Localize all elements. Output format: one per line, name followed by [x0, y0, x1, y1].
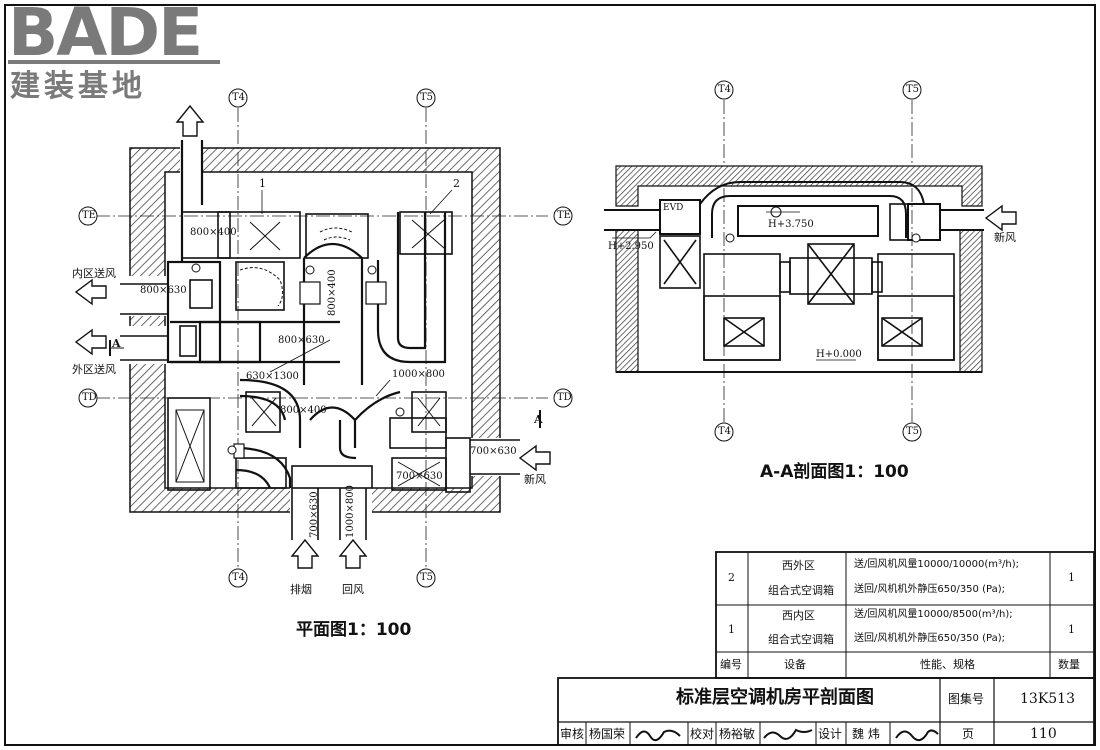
evd-label: EVD: [663, 203, 684, 213]
plan-title: 平面图1：100: [296, 620, 412, 640]
header-qty: 数量: [1058, 658, 1080, 671]
section-mark-left: A: [112, 337, 121, 350]
design-label: 设计: [818, 727, 843, 741]
logo-brand: BADE: [8, 0, 203, 71]
designer-name: 魏 炜: [852, 727, 880, 741]
row2-no: 2: [728, 571, 735, 584]
axis-td-left: TD: [82, 392, 97, 403]
row1-equip1: 西内区: [782, 609, 815, 622]
dim-700x630-a: 700×630: [470, 446, 517, 457]
label-fresh-air-section: 新风: [994, 231, 1016, 244]
row1-spec1: 送/回风机风量10000/8500(m³/h);: [854, 609, 1013, 620]
row2-equip2: 组合式空调箱: [768, 584, 834, 597]
header-no: 编号: [720, 658, 742, 671]
atlas-label: 图集号: [948, 692, 985, 706]
opening-top: [180, 144, 202, 176]
dim-800x400-b: 800×400: [327, 269, 338, 316]
dim-1000x800-b: 1000×800: [345, 485, 356, 538]
header-equip: 设备: [784, 658, 806, 671]
title-block-grid: [557, 677, 1095, 746]
opening-inner-supply: [120, 276, 168, 316]
dim-1000x800-a: 1000×800: [392, 369, 445, 380]
axis-t5-bottom: T5: [420, 572, 434, 583]
drawing-title: 标准层空调机房平剖面图: [676, 687, 874, 708]
label-outer-supply: 外区送风: [72, 363, 116, 376]
row2-spec1: 送/回风机风量10000/10000(m³/h);: [854, 559, 1019, 570]
label-fresh-air-plan: 新风: [524, 473, 546, 486]
row2-qty: 1: [1068, 571, 1075, 584]
axis-te-right: TE: [557, 210, 571, 221]
ahu-tag-1: 1: [259, 177, 266, 190]
checker-name: 杨裕敏: [719, 727, 756, 741]
reviewer-name: 杨国荣: [589, 727, 626, 741]
row2-spec2: 送回/风机机外静压650/350 (Pa);: [854, 584, 1005, 595]
axis-td-right: TD: [557, 392, 572, 403]
section-axis-t4-top: T4: [718, 84, 732, 95]
page-label: 页: [962, 727, 975, 741]
axis-t4-top: T4: [232, 92, 246, 103]
dim-800x630-a: 800×630: [140, 285, 187, 296]
dim-800x630-b: 800×630: [278, 335, 325, 346]
label-inner-supply: 内区送风: [72, 267, 116, 280]
axis-t4-bottom: T4: [232, 572, 246, 583]
plan-view: [74, 88, 573, 588]
ahu-tag-2: 2: [453, 177, 460, 190]
section-mark-right: A: [534, 413, 543, 426]
page-number: 110: [1030, 726, 1057, 742]
axis-t5-top: T5: [420, 92, 434, 103]
section-axis-t5-bottom: T5: [906, 426, 920, 437]
section-axis-t5-top: T5: [906, 84, 920, 95]
level-h2950: H+2.950: [608, 241, 654, 252]
opening-outer-supply: [120, 326, 168, 364]
opening-bottom: [290, 484, 372, 516]
header-spec: 性能、规格: [920, 658, 975, 671]
row1-spec2: 送回/风机机外静压650/350 (Pa);: [854, 633, 1005, 644]
logo-bar: [8, 60, 220, 64]
section-title: A-A剖面图1：100: [760, 462, 909, 482]
level-h0: H+0.000: [816, 349, 862, 360]
logo-subtitle: 建装基地: [10, 69, 146, 104]
level-h3750: H+3.750: [768, 219, 814, 230]
dim-800x400-a: 800×400: [190, 227, 237, 238]
dim-630x1300: 630×1300: [246, 371, 299, 382]
sheet-border: [4, 4, 1096, 746]
dim-800x400-c: 800×400: [280, 405, 327, 416]
dim-700x630-b: 700×630: [309, 491, 320, 538]
opening-fresh-air: [465, 438, 505, 476]
section-axis-t4-bottom: T4: [718, 426, 732, 437]
atlas-number: 13K513: [1020, 691, 1075, 707]
row2-equip1: 西外区: [782, 559, 815, 572]
label-exhaust: 排烟: [290, 583, 312, 596]
row1-equip2: 组合式空调箱: [768, 633, 834, 646]
dim-700x630-c: 700×630: [396, 471, 443, 482]
row1-qty: 1: [1068, 623, 1075, 636]
section-view: [604, 80, 1017, 442]
review-label: 审核: [560, 727, 585, 741]
signatures: [635, 728, 939, 742]
plan-walls: [129, 147, 501, 513]
axis-te-left: TE: [82, 210, 96, 221]
check-label: 校对: [690, 727, 715, 741]
label-return-air: 回风: [342, 583, 364, 596]
row1-no: 1: [728, 623, 735, 636]
